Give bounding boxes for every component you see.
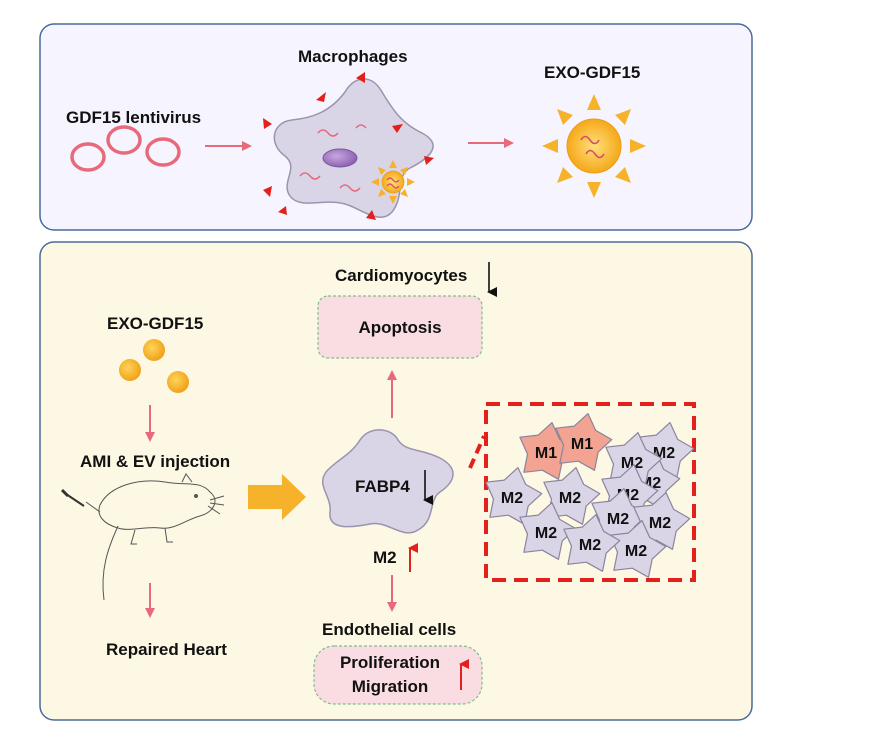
- fabp4-label: FABP4: [355, 477, 410, 496]
- m2-cluster-label: M2: [501, 490, 523, 507]
- apoptosis-label: Apoptosis: [358, 318, 442, 337]
- mouse-icon: [60, 473, 225, 601]
- exo-gdf15-top-label: EXO-GDF15: [544, 63, 641, 82]
- ami-ev-injection-label: AMI & EV injection: [80, 452, 231, 471]
- cardiomyocytes-label: Cardiomyocytes: [335, 266, 468, 285]
- macrophages-label: Macrophages: [298, 47, 408, 66]
- m1-label: M1: [571, 436, 593, 453]
- m2-macrophage-icon: [485, 467, 543, 525]
- zoom-connector-line: [468, 435, 486, 469]
- gdf15-lentivirus-label: GDF15 lentivirus: [66, 108, 202, 127]
- big-orange-arrow-icon: [248, 474, 306, 520]
- exo-gdf15-bottom-label: EXO-GDF15: [107, 314, 204, 333]
- m2-macrophage-icon: [563, 514, 621, 572]
- proliferation-label: Proliferation: [339, 653, 441, 672]
- m2-cluster-label: M2: [607, 511, 629, 528]
- m2-cluster-label: M2: [625, 543, 647, 560]
- m2-cluster-label: M2: [579, 537, 601, 554]
- repaired-heart-label: Repaired Heart: [106, 640, 227, 659]
- zoom-box: [484, 402, 696, 582]
- m1-macrophage-icon: [555, 413, 613, 471]
- migration-label: Migration: [351, 677, 429, 696]
- m1-label: M1: [535, 445, 557, 462]
- small-exosome-icon: [371, 160, 415, 204]
- m2-macrophage-icon: [543, 467, 601, 525]
- proliferation-box: [313, 645, 483, 705]
- m2-cluster-label: M2: [649, 515, 671, 532]
- fabp4-cell-icon: [321, 429, 454, 534]
- m2-cluster-label: M2: [535, 525, 557, 542]
- m2-cluster-label: M2: [559, 490, 581, 507]
- m2-macrophage-icon: [609, 520, 667, 578]
- m2-label: M2: [373, 548, 397, 567]
- apoptosis-box: [317, 295, 483, 359]
- lentivirus-rings-icon: [70, 125, 181, 172]
- endothelial-cells-label: Endothelial cells: [322, 620, 457, 639]
- exosome-sun-icon: [542, 94, 646, 198]
- m2-cluster-label: M2: [621, 455, 643, 472]
- m2-macrophage-icon: [519, 502, 577, 560]
- exo-particles-icon: [119, 339, 189, 393]
